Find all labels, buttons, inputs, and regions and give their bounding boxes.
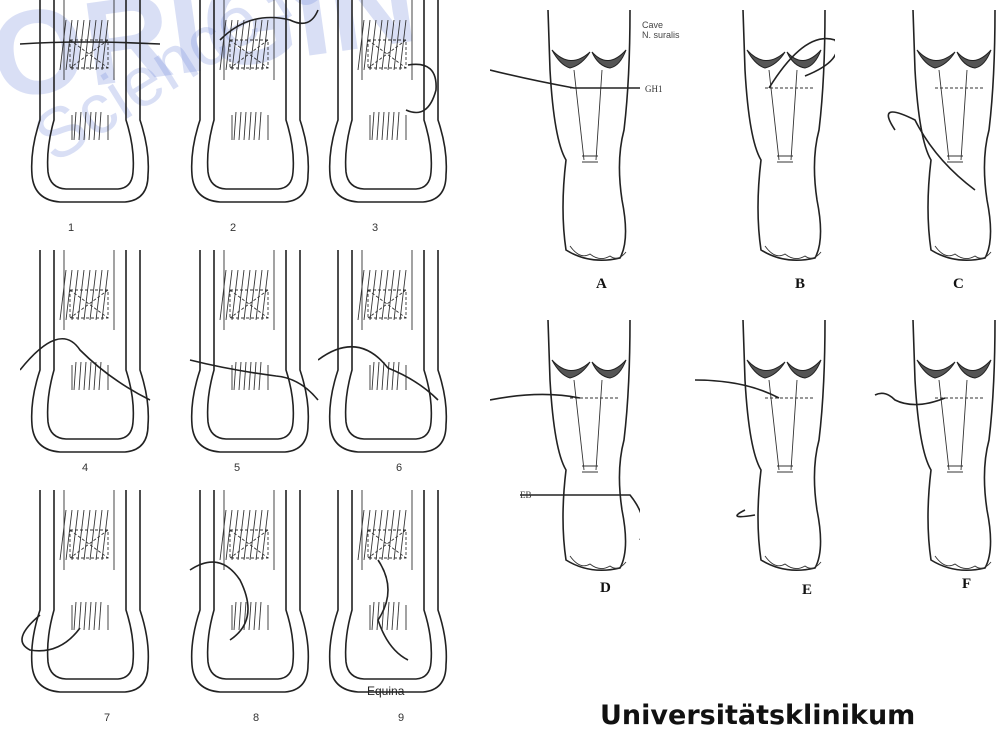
leg-panel-b (685, 10, 835, 275)
repair-panel-7 (20, 490, 160, 705)
repair-panel-5 (180, 250, 320, 465)
panel-number-8: 8 (253, 712, 259, 724)
repair-panel-6 (318, 250, 458, 465)
panel-letter-a: A (596, 276, 607, 293)
panel-letter-d: D (600, 580, 611, 597)
panel-number-7: 7 (104, 712, 110, 724)
equina-inscription: Equina (367, 684, 404, 698)
repair-panel-1 (20, 0, 160, 215)
panel-letter-c: C (953, 276, 964, 293)
panel-number-5: 5 (234, 462, 240, 474)
panel-number-1: 1 (68, 222, 74, 234)
repair-panel-3 (318, 0, 458, 215)
panel-number-4: 4 (82, 462, 88, 474)
panel-number-6: 6 (396, 462, 402, 474)
needle-label-top: GH1 (645, 84, 663, 94)
panel-letter-f: F (962, 576, 971, 593)
repair-panel-9 (318, 490, 458, 705)
panel-number-2: 2 (230, 222, 236, 234)
repair-panel-2 (180, 0, 320, 215)
repair-panel-4 (20, 250, 160, 465)
leg-panel-e (685, 320, 835, 585)
leg-panel-d (490, 320, 640, 585)
panel-letter-e: E (802, 582, 812, 599)
institution-footer: Universitätsklinikum (600, 700, 915, 731)
sural-nerve-callout: Cave N. suralis (642, 20, 680, 40)
repair-panel-8 (180, 490, 320, 705)
panel-number-9: 9 (398, 712, 404, 724)
leg-panel-a (490, 10, 640, 275)
panel-letter-b: B (795, 276, 805, 293)
leg-panel-c (855, 10, 999, 275)
leg-panel-f (855, 320, 999, 585)
needle-label-bottom: EB (520, 490, 532, 500)
panel-number-3: 3 (372, 222, 378, 234)
